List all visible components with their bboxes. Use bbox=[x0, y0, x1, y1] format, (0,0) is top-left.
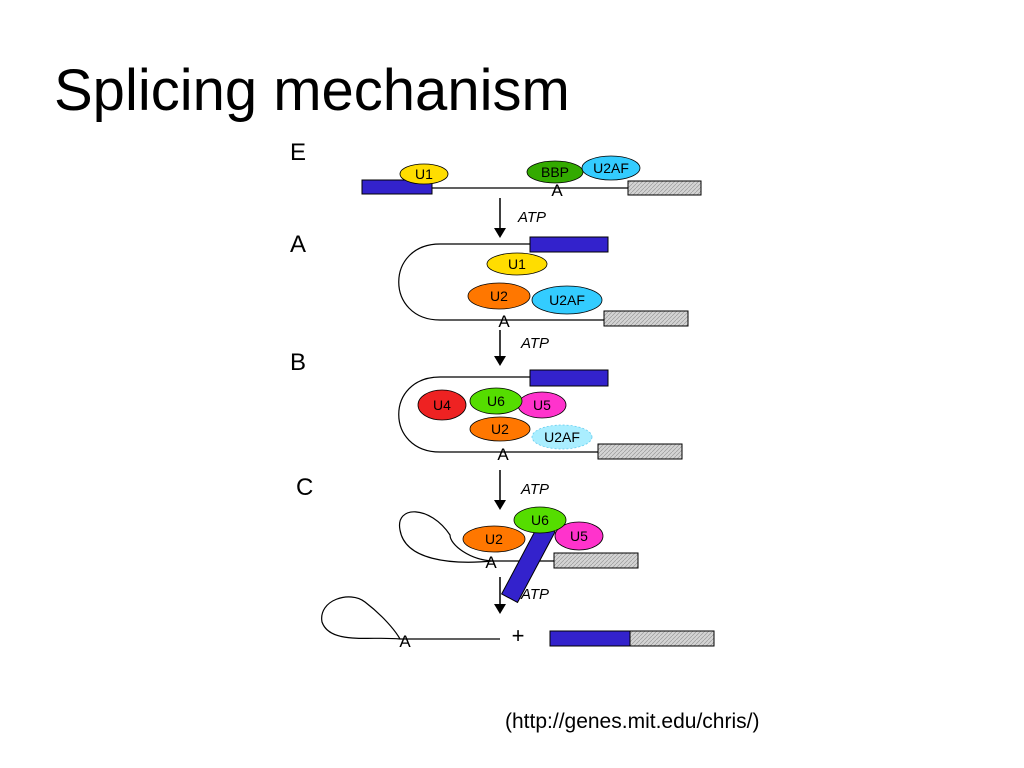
stage-label-c: C bbox=[296, 474, 313, 501]
atp-arrow-1 bbox=[494, 198, 506, 238]
branch-point-a: A bbox=[497, 445, 509, 464]
u2af-label: U2AF bbox=[544, 429, 580, 445]
stage-label-b: B bbox=[290, 349, 306, 376]
lariat-loop bbox=[399, 511, 554, 563]
u5-label: U5 bbox=[570, 528, 588, 544]
atp-label-1: ATP bbox=[517, 209, 546, 226]
plus-sign: + bbox=[512, 623, 525, 648]
branch-point-a: A bbox=[498, 312, 510, 331]
u4-snrnp bbox=[417, 389, 467, 421]
u2af-faded bbox=[531, 424, 593, 450]
spliced-exon-1 bbox=[549, 630, 631, 647]
branch-point-a: A bbox=[399, 632, 411, 651]
u2af-protein bbox=[581, 155, 641, 181]
spliced-exon-2 bbox=[629, 630, 715, 647]
u2-label: U2 bbox=[485, 531, 503, 547]
u6-label: U6 bbox=[487, 393, 505, 409]
branch-point-a: A bbox=[485, 553, 497, 572]
u1-snrnp bbox=[399, 163, 449, 185]
atp-arrow-3 bbox=[494, 470, 506, 510]
exon-2 bbox=[603, 310, 689, 327]
exon-2 bbox=[627, 180, 702, 196]
stage-c-complex: U2 U5 U6 A bbox=[399, 506, 639, 604]
u2af-label: U2AF bbox=[549, 292, 585, 308]
stage-e-complex: U1 BBP U2AF A bbox=[361, 155, 702, 200]
u2af-protein bbox=[531, 285, 603, 315]
lariat-intron bbox=[321, 596, 500, 640]
u2-label: U2 bbox=[491, 421, 509, 437]
source-citation: (http://genes.mit.edu/chris/) bbox=[505, 710, 760, 733]
u2-snrnp bbox=[469, 416, 531, 442]
u6-snrnp bbox=[513, 506, 567, 534]
stage-label-a: A bbox=[290, 231, 306, 258]
u5-label: U5 bbox=[533, 397, 551, 413]
u5-snrnp bbox=[554, 521, 604, 551]
u2-snrnp bbox=[467, 282, 531, 310]
u6-snrnp bbox=[469, 387, 523, 415]
bbp-protein bbox=[526, 160, 584, 184]
stage-b-complex: U4 U5 U6 U2AF U2 A bbox=[398, 369, 683, 464]
u2-label: U2 bbox=[490, 288, 508, 304]
intron-loop bbox=[398, 376, 598, 453]
u1-snrnp bbox=[486, 252, 548, 276]
branch-point-a: A bbox=[551, 181, 563, 200]
products: A + bbox=[321, 596, 715, 651]
exon-2 bbox=[553, 552, 639, 569]
u2-snrnp bbox=[462, 525, 526, 553]
intron-loop bbox=[398, 243, 604, 321]
u1-label: U1 bbox=[508, 256, 526, 272]
stage-label-e: E bbox=[290, 139, 306, 166]
exon-1 bbox=[529, 236, 609, 253]
atp-label-2: ATP bbox=[520, 335, 549, 352]
slide-title: Splicing mechanism bbox=[54, 58, 570, 123]
atp-arrow-2 bbox=[494, 330, 506, 366]
exon-2 bbox=[597, 443, 683, 460]
stage-a-complex: U1 U2 U2AF A bbox=[398, 236, 689, 331]
u4-label: U4 bbox=[433, 397, 451, 413]
bbp-label: BBP bbox=[541, 164, 569, 180]
atp-label-3: ATP bbox=[520, 481, 549, 498]
atp-arrow-4 bbox=[494, 577, 506, 614]
exon-1 bbox=[529, 369, 609, 387]
u6-label: U6 bbox=[531, 512, 549, 528]
atp-label-4: ATP bbox=[520, 586, 549, 603]
u2af-label: U2AF bbox=[593, 160, 629, 176]
u1-label: U1 bbox=[415, 166, 433, 182]
